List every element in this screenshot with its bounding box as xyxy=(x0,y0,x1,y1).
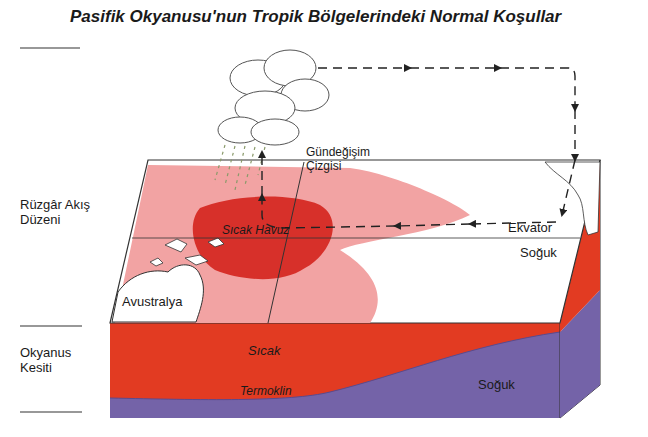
section-label: Rüzgâr Akış Düzeni xyxy=(20,198,110,228)
cold-label: Soğuk xyxy=(520,246,580,261)
cold-label: Soğuk xyxy=(478,378,538,393)
equator-label: Ekvator xyxy=(508,221,578,236)
thermocline-label: Termoklin xyxy=(240,385,330,399)
diagram-title: Pasifik Okyanusu'nun Tropik Bölgelerinde… xyxy=(70,7,640,27)
dateline-label: Gündeğişim Çizgisi xyxy=(306,146,396,174)
section-label: Okyanus Kesiti xyxy=(20,346,100,376)
warm-label: Sıcak xyxy=(248,344,308,359)
warm-pool-label: Sıcak Havuz xyxy=(222,224,322,238)
continent-label: Avustralya xyxy=(122,295,212,310)
